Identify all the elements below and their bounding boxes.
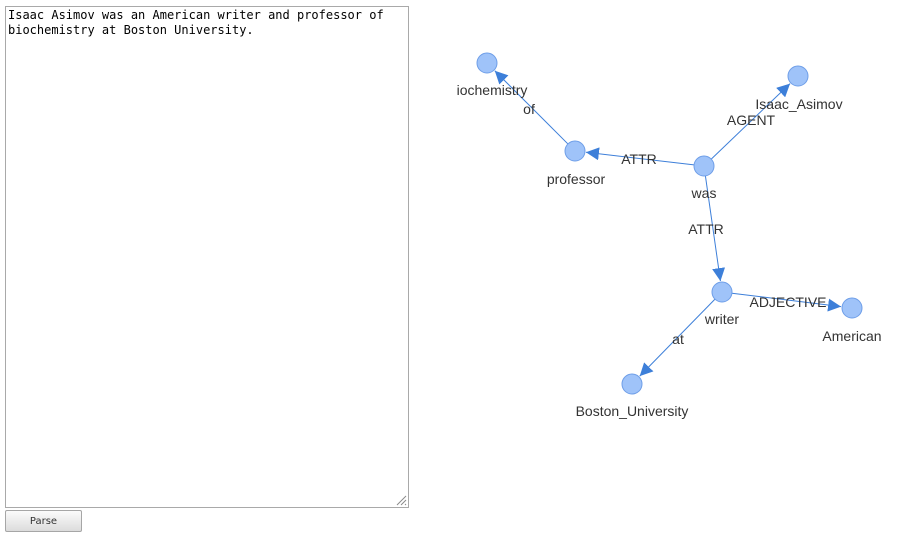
node-writer[interactable] — [711, 281, 733, 303]
edge-was-Isaac_Asimov — [710, 83, 791, 160]
edge-label-writer-Boston_University: at — [672, 331, 684, 347]
edge-label-professor-biochemistry: of — [523, 101, 535, 117]
node-biochemistry[interactable] — [476, 52, 498, 74]
node-was[interactable] — [693, 155, 715, 177]
node-label-biochemistry: iochemistry — [457, 82, 528, 98]
node-Boston_University[interactable] — [621, 373, 643, 395]
edge-was-professor — [585, 147, 695, 166]
edge-professor-biochemistry — [494, 70, 569, 145]
node-Isaac_Asimov[interactable] — [787, 65, 809, 87]
edge-label-writer-American: ADJECTIVE — [749, 294, 826, 310]
node-label-Boston_University: Boston_University — [576, 403, 689, 419]
node-professor[interactable] — [564, 140, 586, 162]
edge-was-writer — [704, 175, 726, 282]
node-label-was: was — [691, 185, 717, 201]
node-label-writer: writer — [704, 311, 740, 327]
sentence-input[interactable]: Isaac Asimov was an American writer and … — [5, 6, 409, 508]
edge-writer-Boston_University — [639, 298, 716, 377]
parse-button[interactable]: Parse — [5, 510, 82, 532]
edge-label-was-Isaac_Asimov: AGENT — [727, 112, 776, 128]
node-American[interactable] — [841, 297, 863, 319]
node-label-professor: professor — [547, 171, 606, 187]
edge-label-was-writer: ATTR — [688, 221, 724, 237]
resize-grip-icon[interactable] — [395, 494, 407, 506]
node-label-Isaac_Asimov: Isaac_Asimov — [755, 96, 842, 112]
edge-writer-American — [731, 292, 842, 312]
edge-label-was-professor: ATTR — [621, 151, 657, 167]
node-label-American: American — [822, 328, 881, 344]
